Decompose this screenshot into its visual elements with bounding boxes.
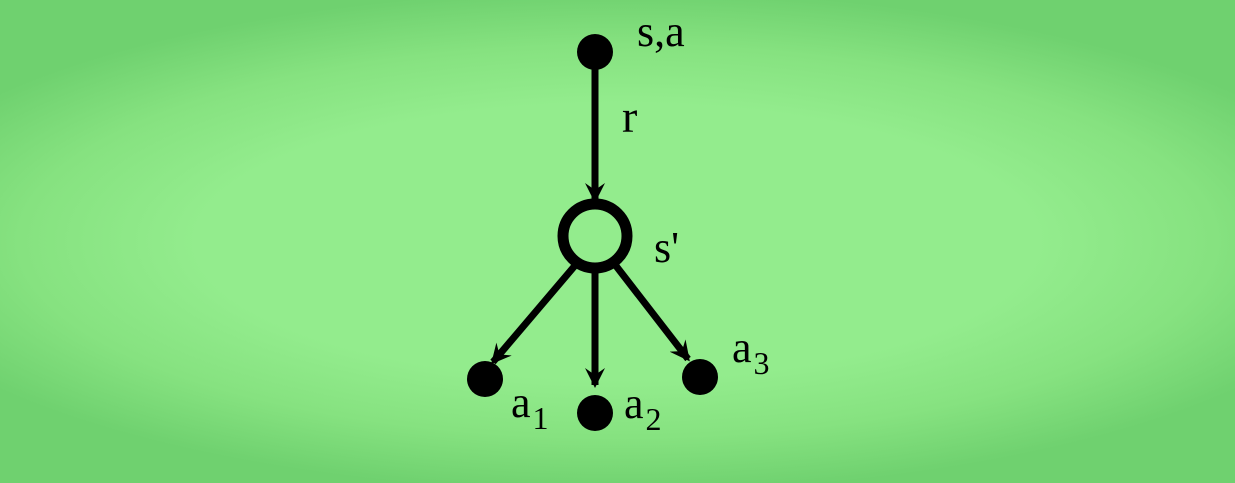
edge-to-a1 — [490, 259, 581, 365]
node-a2-label-base: a — [624, 379, 644, 428]
node-state-label: s' — [654, 223, 679, 272]
node-a1-label: a1 — [511, 378, 549, 436]
node-a1-label-base: a — [511, 378, 531, 427]
edge-reward-label: r — [622, 91, 637, 142]
node-a1 — [467, 361, 503, 397]
node-root — [577, 34, 613, 70]
node-a2 — [577, 395, 613, 431]
node-a3-label-base: a — [732, 323, 752, 372]
node-a2-label: a2 — [624, 379, 662, 437]
node-state — [557, 198, 633, 274]
node-a3 — [682, 359, 718, 395]
node-a2-label-sub: 2 — [646, 401, 662, 437]
node-a3-label-sub: 3 — [754, 345, 770, 381]
node-root-label: s,a — [637, 7, 685, 56]
node-a1-label-sub: 1 — [533, 400, 549, 436]
edge-to-a3 — [610, 259, 691, 362]
node-a3-label: a3 — [732, 323, 770, 381]
